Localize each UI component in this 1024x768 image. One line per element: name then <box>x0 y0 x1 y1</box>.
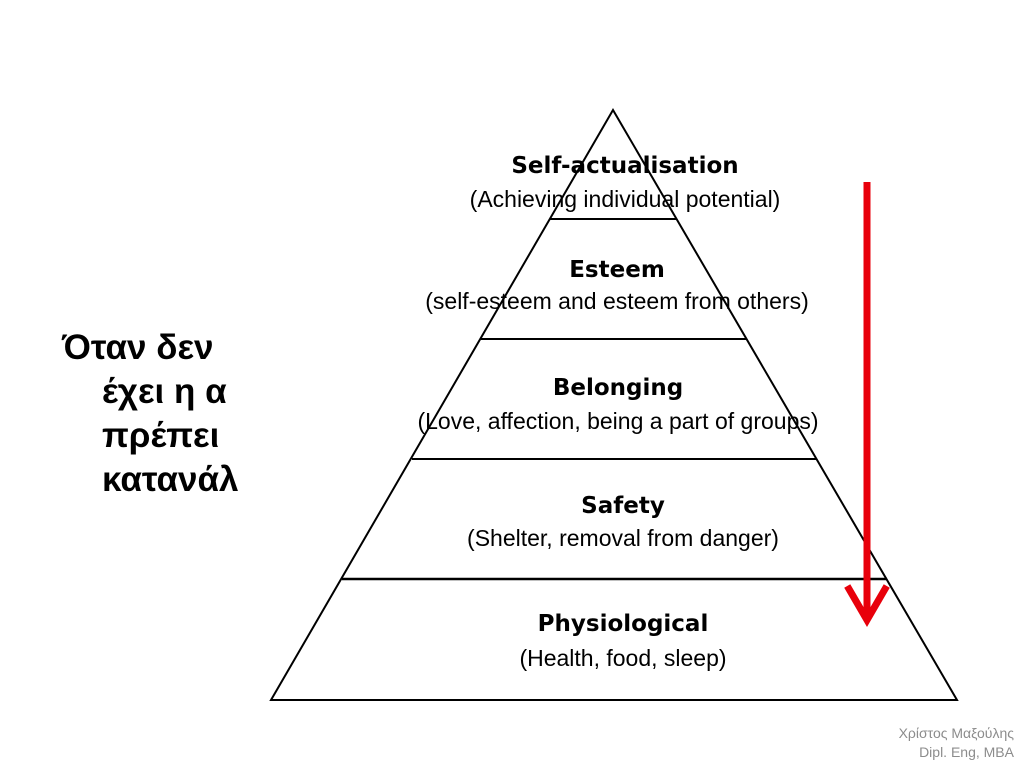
body-line-3: πρέπει <box>102 416 220 455</box>
level-self-actualisation-subtitle: (Achieving individual potential) <box>470 186 781 212</box>
body-line-4: κατανάλ <box>102 460 239 499</box>
level-belonging-title: Belonging <box>553 375 683 401</box>
footer-credit: Χρίστος Μαξούλης Dipl. Eng, MBA <box>899 724 1014 762</box>
level-self-actualisation-title: Self-actualisation <box>511 153 738 179</box>
pyramid-outline <box>269 108 959 701</box>
footer-author: Χρίστος Μαξούλης <box>898 725 1014 741</box>
level-safety-title: Safety <box>581 493 665 519</box>
slide-body-text: Όταν δεν έχει η α πρέπει κατανάλ <box>62 326 362 502</box>
level-physiological-title: Physiological <box>538 611 709 637</box>
level-safety-subtitle: (Shelter, removal from danger) <box>467 525 779 551</box>
level-belonging-subtitle: (Love, affection, being a part of groups… <box>417 408 818 434</box>
body-line-2: έχει η α <box>102 372 227 411</box>
level-esteem-subtitle: (self-esteem and esteem from others) <box>425 288 808 314</box>
level-esteem-title: Esteem <box>569 257 665 283</box>
footer-credentials: Dipl. Eng, MBA <box>919 744 1014 760</box>
level-physiological-subtitle: (Health, food, sleep) <box>519 645 726 671</box>
pyramid-diagram: Self-actualisation (Achieving individual… <box>269 108 959 701</box>
down-arrow-icon <box>844 182 890 627</box>
pyramid-image: Self-actualisation (Achieving individual… <box>265 105 965 705</box>
body-line-1: Όταν δεν <box>62 328 214 367</box>
